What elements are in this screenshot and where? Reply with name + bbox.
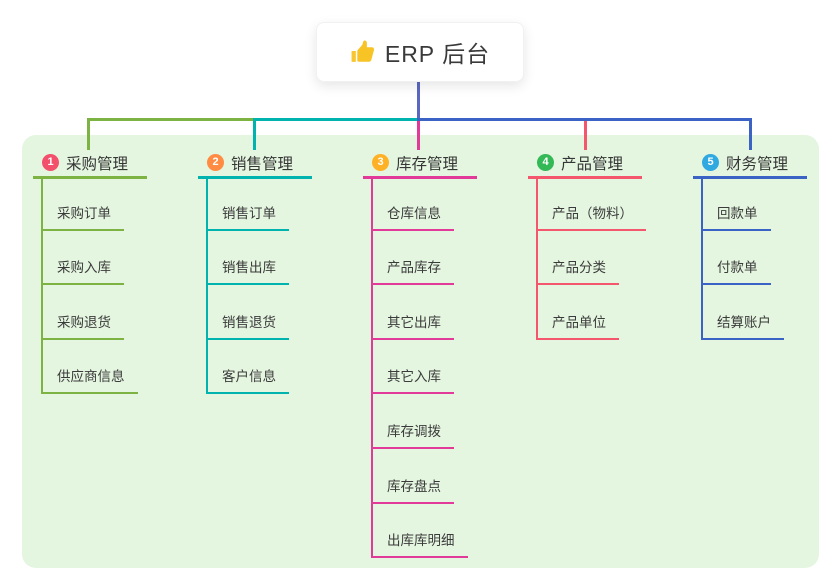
leaf-node[interactable]: 其它出库: [371, 310, 454, 340]
branch-drop-line: [417, 120, 420, 150]
leaf-node[interactable]: 库存盘点: [371, 474, 454, 504]
branch-label: 采购管理: [66, 155, 129, 173]
branch-number-badge: 1: [42, 154, 59, 171]
root-node-label: ERP 后台: [384, 41, 491, 67]
branch-drop-line: [87, 120, 90, 150]
leaf-node[interactable]: 采购订单: [41, 201, 124, 231]
leaf-node[interactable]: 客户信息: [206, 364, 289, 395]
branch-number-badge: 4: [537, 154, 554, 171]
branch-label: 库存管理: [396, 155, 459, 173]
leaf-node[interactable]: 供应商信息: [41, 364, 138, 395]
leaf-node[interactable]: 产品单位: [536, 310, 619, 340]
branch-spine-line: [536, 178, 538, 340]
leaf-node[interactable]: 产品库存: [371, 255, 454, 286]
branch-drop-line: [749, 120, 752, 150]
branch-spine-line: [371, 178, 373, 559]
branch-spine-line: [701, 178, 703, 340]
leaf-node[interactable]: 付款单: [701, 255, 771, 286]
leaf-node[interactable]: 产品分类: [536, 255, 619, 286]
branch-label: 销售管理: [231, 155, 294, 173]
branch-label: 财务管理: [726, 155, 789, 173]
branch-number-badge: 3: [372, 154, 389, 171]
bus-segment-green: [87, 117, 255, 121]
bus-segment-teal: [252, 117, 419, 121]
thumbs-up-icon: [350, 40, 375, 65]
branch-spine-line: [206, 178, 208, 395]
branch-number-badge: 2: [207, 154, 224, 171]
branches-background-panel: [22, 135, 819, 568]
leaf-node[interactable]: 销售订单: [206, 201, 289, 231]
branch-number-badge: 5: [702, 154, 719, 171]
branch-drop-line: [252, 120, 256, 150]
leaf-node[interactable]: 采购退货: [41, 310, 124, 340]
root-node-erp[interactable]: ERP 后台: [316, 22, 524, 82]
branch-drop-line: [583, 120, 587, 150]
leaf-node[interactable]: 仓库信息: [371, 201, 454, 231]
root-stem-line: [416, 81, 420, 121]
branch-node-2[interactable]: 2 销售管理: [198, 149, 312, 179]
leaf-node[interactable]: 产品（物料）: [536, 201, 646, 231]
leaf-node[interactable]: 销售出库: [206, 255, 289, 286]
branch-node-4[interactable]: 4 产品管理: [528, 149, 642, 179]
bus-segment-blue: [417, 117, 752, 121]
leaf-node[interactable]: 销售退货: [206, 310, 289, 340]
leaf-node[interactable]: 回款单: [701, 201, 771, 231]
leaf-node[interactable]: 出库库明细: [371, 528, 468, 559]
branch-node-3[interactable]: 3 库存管理: [363, 149, 477, 179]
leaf-node[interactable]: 库存调拨: [371, 419, 454, 450]
branch-node-5[interactable]: 5 财务管理: [693, 149, 807, 179]
branch-node-1[interactable]: 1 采购管理: [33, 149, 147, 179]
branch-label: 产品管理: [561, 155, 624, 173]
leaf-node[interactable]: 采购入库: [41, 255, 124, 286]
branch-spine-line: [41, 178, 43, 395]
leaf-node[interactable]: 结算账户: [701, 310, 784, 340]
leaf-node[interactable]: 其它入库: [371, 364, 454, 395]
